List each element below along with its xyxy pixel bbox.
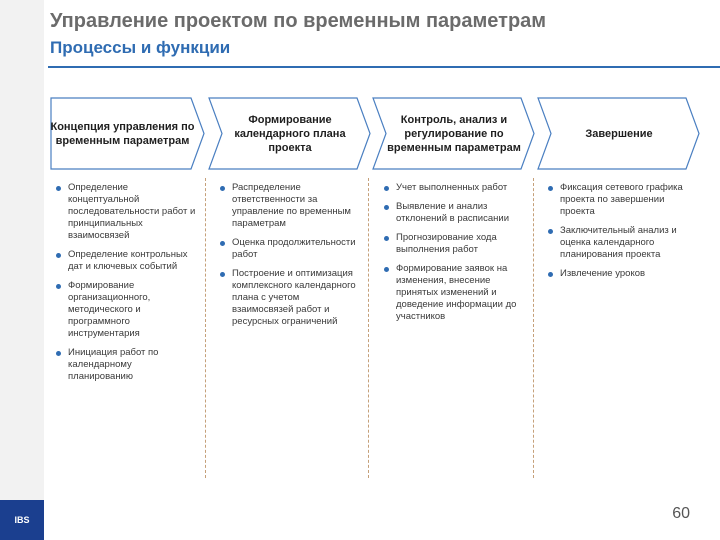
list-item: Заключительный анализ и оценка календарн… <box>548 225 693 261</box>
list-item: Формирование организационного, методичес… <box>56 280 196 340</box>
stage-label: Завершение <box>585 127 653 140</box>
bullet-icon <box>384 205 389 210</box>
list-item: Прогнозирование хода выполнения работ <box>384 232 526 256</box>
bullet-icon <box>220 186 225 191</box>
bullet-icon <box>548 186 553 191</box>
chevron-shape <box>208 97 371 170</box>
chevron-shape <box>537 97 700 170</box>
bullet-icon <box>220 272 225 277</box>
bullet-icon <box>548 229 553 234</box>
bullet-icon <box>56 284 61 289</box>
list-item: Оценка продолжительности работ <box>220 237 360 261</box>
column-divider <box>205 178 206 478</box>
list-item: Фиксация сетевого графика проекта по зав… <box>548 182 693 218</box>
bullet-icon <box>56 351 61 356</box>
column-completion: Фиксация сетевого графика проекта по зав… <box>548 182 693 287</box>
bullet-icon <box>384 236 389 241</box>
stage-planning: Формирование календарного плана проекта <box>208 97 371 170</box>
list-item: Извлечение уроков <box>548 268 693 280</box>
list-item: Распределение ответственности за управле… <box>220 182 360 230</box>
stage-label: Формирование календарного плана проекта <box>234 113 346 154</box>
bullet-icon <box>548 272 553 277</box>
list-item: Определение контрольных дат и ключевых с… <box>56 249 196 273</box>
column-control: Учет выполненных работ Выявление и анали… <box>384 182 526 330</box>
list-item: Выявление и анализ отклонений в расписан… <box>384 201 526 225</box>
page-number: 60 <box>672 505 690 522</box>
column-divider <box>533 178 534 478</box>
list-item: Учет выполненных работ <box>384 182 526 194</box>
stage-concept: Концепция управления по временным параме… <box>50 97 205 170</box>
company-logo: IBS <box>0 500 44 540</box>
left-sidebar <box>0 0 44 540</box>
page-subtitle: Процессы и функции <box>50 38 231 57</box>
list-item: Построение и оптимизация комплексного ка… <box>220 268 360 328</box>
chevron-shape <box>50 97 205 170</box>
column-divider <box>368 178 369 478</box>
list-item: Определение концептуальной последователь… <box>56 182 196 242</box>
list-item: Формирование заявок на изменения, внесен… <box>384 263 526 323</box>
stage-label: Контроль, анализ и регулирование по врем… <box>387 113 521 154</box>
column-concept: Определение концептуальной последователь… <box>56 182 196 390</box>
bullet-icon <box>220 241 225 246</box>
bullet-icon <box>56 186 61 191</box>
page-title: Управление проектом по временным парамет… <box>50 10 547 32</box>
bullet-icon <box>384 267 389 272</box>
bullet-icon <box>56 253 61 258</box>
chevron-shape <box>372 97 535 170</box>
bullet-icon <box>384 186 389 191</box>
stage-completion: Завершение <box>537 97 700 170</box>
list-item: Инициация работ по календарному планиров… <box>56 347 196 383</box>
column-planning: Распределение ответственности за управле… <box>220 182 360 335</box>
header-rule <box>48 66 720 68</box>
stage-label: Концепция управления по временным параме… <box>50 120 195 147</box>
stage-control: Контроль, анализ и регулирование по врем… <box>372 97 535 170</box>
